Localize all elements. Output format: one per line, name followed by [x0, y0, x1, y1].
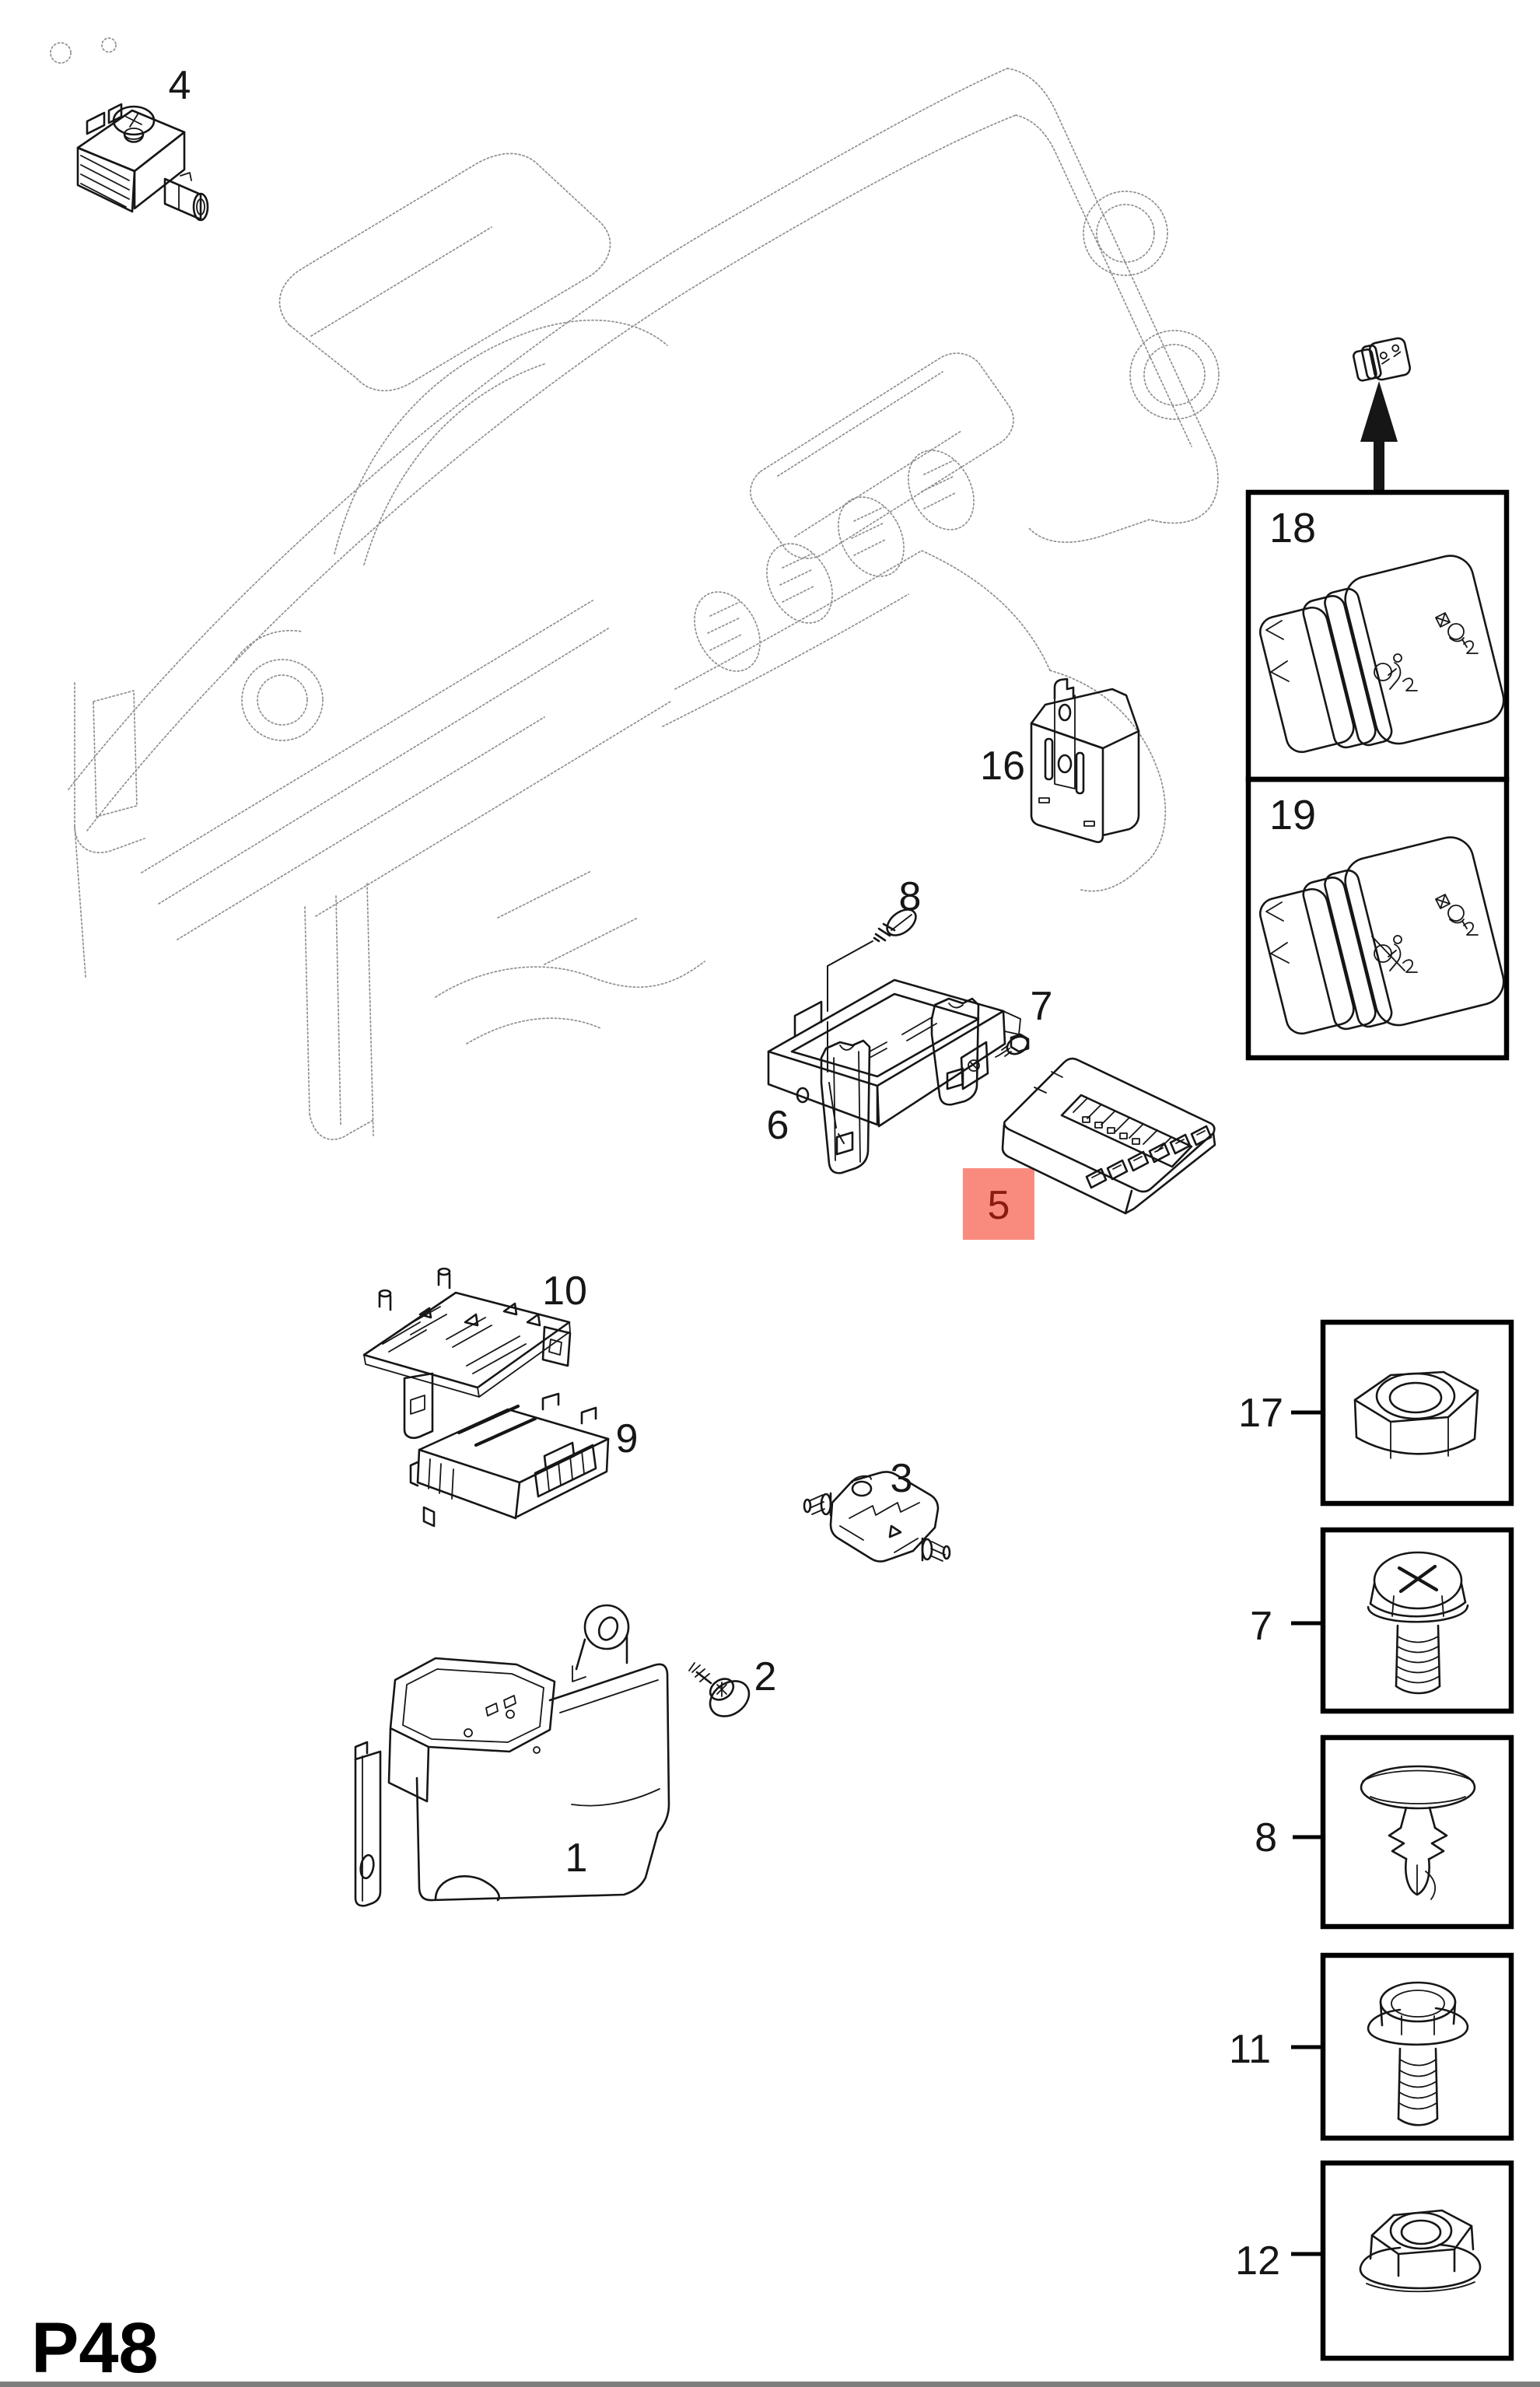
inset-box-18: 18	[1245, 489, 1510, 782]
screw-phillips-drawing	[1367, 1551, 1469, 1695]
flange-nut-drawing	[1359, 2209, 1482, 2293]
callout-4[interactable]: 4	[169, 63, 191, 108]
airbag-switch-19-drawing	[1251, 831, 1510, 1053]
part-8-drawing	[873, 908, 917, 943]
inset-box-17-border	[1320, 1319, 1514, 1507]
page-code: P48	[31, 2308, 159, 2387]
part-2-drawing	[688, 1662, 751, 1717]
callout-17[interactable]: 17	[1238, 1391, 1283, 1436]
airbag-off-pictogram	[1371, 935, 1418, 973]
inset-box-17: 17	[1238, 1319, 1514, 1507]
footer-divider	[0, 2382, 1540, 2387]
arrow-up-icon	[1360, 381, 1398, 492]
inset-box-19: 19	[1245, 776, 1510, 1061]
part-16-drawing	[1030, 677, 1140, 843]
callout-9[interactable]: 9	[616, 1416, 639, 1461]
callout-10[interactable]: 10	[542, 1269, 587, 1314]
callout-7b[interactable]: 7	[1250, 1604, 1272, 1649]
part-6-drawing	[767, 978, 1021, 1174]
airbag-pictogram	[1374, 653, 1418, 691]
callout-7[interactable]: 7	[1031, 984, 1053, 1029]
part-9-drawing	[409, 1392, 610, 1528]
callout-5-selected[interactable]: 5	[988, 1183, 1010, 1228]
flange-bolt-drawing	[1367, 1981, 1469, 2126]
part-5-drawing	[1001, 1057, 1216, 1215]
callout-8b[interactable]: 8	[1255, 1815, 1277, 1860]
callout-1[interactable]: 1	[565, 1836, 588, 1881]
inset-box-12-border	[1320, 2160, 1514, 2361]
part-7-drawing	[995, 1033, 1030, 1058]
inset-box-7: 7	[1250, 1527, 1514, 1714]
inset-box-19-border	[1245, 776, 1510, 1061]
callout-11[interactable]: 11	[1229, 2027, 1271, 2072]
part-4-drawing	[76, 103, 209, 222]
airbag-pictogram	[1435, 612, 1479, 654]
callout-18[interactable]: 18	[1269, 505, 1316, 551]
inset-box-7-border	[1320, 1527, 1514, 1714]
inset-box-12: 12	[1235, 2160, 1514, 2361]
nut-drawing	[1353, 1370, 1479, 1459]
callout-16[interactable]: 16	[980, 744, 1025, 789]
part-3-drawing	[803, 1471, 951, 1563]
selection-highlight	[963, 1168, 1034, 1240]
part-1-drawing	[354, 1604, 670, 1907]
part-10-drawing	[362, 1267, 572, 1439]
callout-12[interactable]: 12	[1235, 2238, 1280, 2284]
dashboard-ghost-drawing	[50, 37, 1220, 1140]
callout-2[interactable]: 2	[754, 1654, 777, 1699]
airbag-switch-small-drawing	[1353, 337, 1412, 382]
callout-8[interactable]: 8	[899, 874, 922, 919]
inset-box-8-border	[1320, 1734, 1514, 1930]
inset-box-11: 11	[1229, 1952, 1514, 2141]
inset-box-11-border	[1320, 1952, 1514, 2141]
callout-19[interactable]: 19	[1269, 792, 1316, 838]
airbag-switch-18-drawing	[1251, 549, 1510, 772]
push-rivet-drawing	[1360, 1765, 1476, 1900]
airbag-pictogram	[1435, 894, 1479, 936]
inset-box-8: 8	[1255, 1734, 1514, 1930]
callout-6[interactable]: 6	[767, 1103, 789, 1148]
callout-3[interactable]: 3	[891, 1456, 913, 1501]
